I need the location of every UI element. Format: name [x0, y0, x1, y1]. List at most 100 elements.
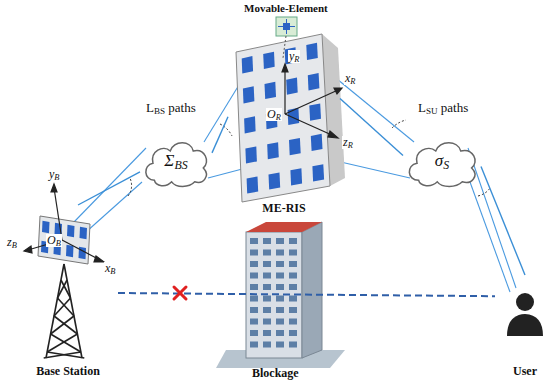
building-windows [250, 238, 297, 348]
tower-brace [54, 316, 77, 334]
cloud-shape [146, 143, 207, 187]
tower-brace [51, 316, 74, 334]
axis-label: OR [266, 108, 282, 121]
window [289, 250, 297, 256]
device-label: Base Station [36, 364, 100, 379]
window [263, 273, 271, 279]
window [250, 319, 258, 325]
signal-path [340, 98, 403, 155]
part-label: Blockage [252, 366, 299, 381]
cloud-symbol: ΣBS [164, 151, 187, 171]
element-cell [269, 172, 281, 189]
movable-element-icon [276, 17, 297, 36]
element-cell [267, 142, 279, 159]
window [289, 296, 297, 302]
user-body [507, 314, 543, 336]
connector-line [118, 293, 495, 296]
tower-brace [47, 334, 77, 352]
axis-label: xR [344, 72, 356, 85]
element-cell [245, 146, 257, 163]
window [263, 307, 271, 313]
window [263, 296, 271, 302]
element-cell [286, 78, 298, 95]
window [250, 284, 258, 290]
window [289, 261, 297, 267]
building-roof [246, 222, 322, 232]
window [250, 261, 258, 267]
window [263, 261, 271, 267]
window [250, 307, 258, 313]
tower-brace [57, 298, 73, 316]
element-cell [244, 116, 256, 133]
movable-element-arrows [278, 19, 295, 34]
axis-label: OB [46, 234, 62, 247]
window [289, 273, 297, 279]
tower-brace [54, 298, 70, 316]
bs-antenna-panel [38, 216, 90, 264]
connector-line [78, 172, 140, 205]
window [289, 319, 297, 325]
element-cell [242, 56, 253, 73]
window [276, 284, 284, 290]
blocked-mark [174, 287, 186, 299]
window [276, 319, 284, 325]
window [289, 330, 297, 336]
window [289, 238, 297, 244]
bs-tower [44, 264, 85, 358]
window [289, 284, 297, 290]
device-label: ME-RIS [262, 201, 305, 216]
axis-label: zR [342, 136, 354, 149]
path-label: LSU paths [418, 100, 468, 116]
window [289, 307, 297, 313]
window [263, 284, 271, 290]
connector-line [212, 117, 228, 153]
window [250, 250, 258, 256]
bs-antenna-elements [41, 221, 87, 259]
window [250, 238, 258, 244]
tower-brace [44, 352, 81, 358]
window [250, 296, 258, 302]
element-cell [289, 138, 301, 155]
element-cell [290, 168, 302, 185]
window [276, 296, 284, 302]
window [276, 273, 284, 279]
element-cell [42, 221, 50, 233]
device-label: User [513, 364, 537, 379]
part-label: Movable-Element [244, 2, 328, 14]
signal-path [481, 166, 525, 275]
element-cell [306, 43, 318, 60]
ris-axes [282, 64, 342, 138]
blocked-link [118, 293, 495, 296]
element-cell [263, 52, 275, 69]
building-side [302, 222, 322, 358]
window [276, 250, 284, 256]
user-head [516, 293, 534, 311]
ris-panel [236, 34, 330, 202]
window [276, 307, 284, 313]
element-cell [80, 227, 88, 239]
path-label: LBS paths [146, 100, 196, 116]
scattering-cloud: ΣBS [140, 134, 212, 188]
window [263, 342, 271, 348]
window [250, 273, 258, 279]
bs-axes [24, 184, 104, 262]
element-cell [265, 82, 277, 99]
leader-line [283, 36, 286, 58]
axis-label: yB [48, 168, 60, 181]
window [250, 342, 258, 348]
window [263, 238, 271, 244]
window [276, 330, 284, 336]
window [263, 250, 271, 256]
axis-label: xB [104, 262, 116, 275]
cloud-symbol: σS [435, 151, 449, 171]
me-ris: ME-RIS [228, 34, 340, 218]
window [276, 342, 284, 348]
window [276, 238, 284, 244]
window [250, 330, 258, 336]
tower-brace [51, 334, 81, 352]
ris-elements [242, 43, 324, 194]
element-cell [312, 164, 324, 181]
